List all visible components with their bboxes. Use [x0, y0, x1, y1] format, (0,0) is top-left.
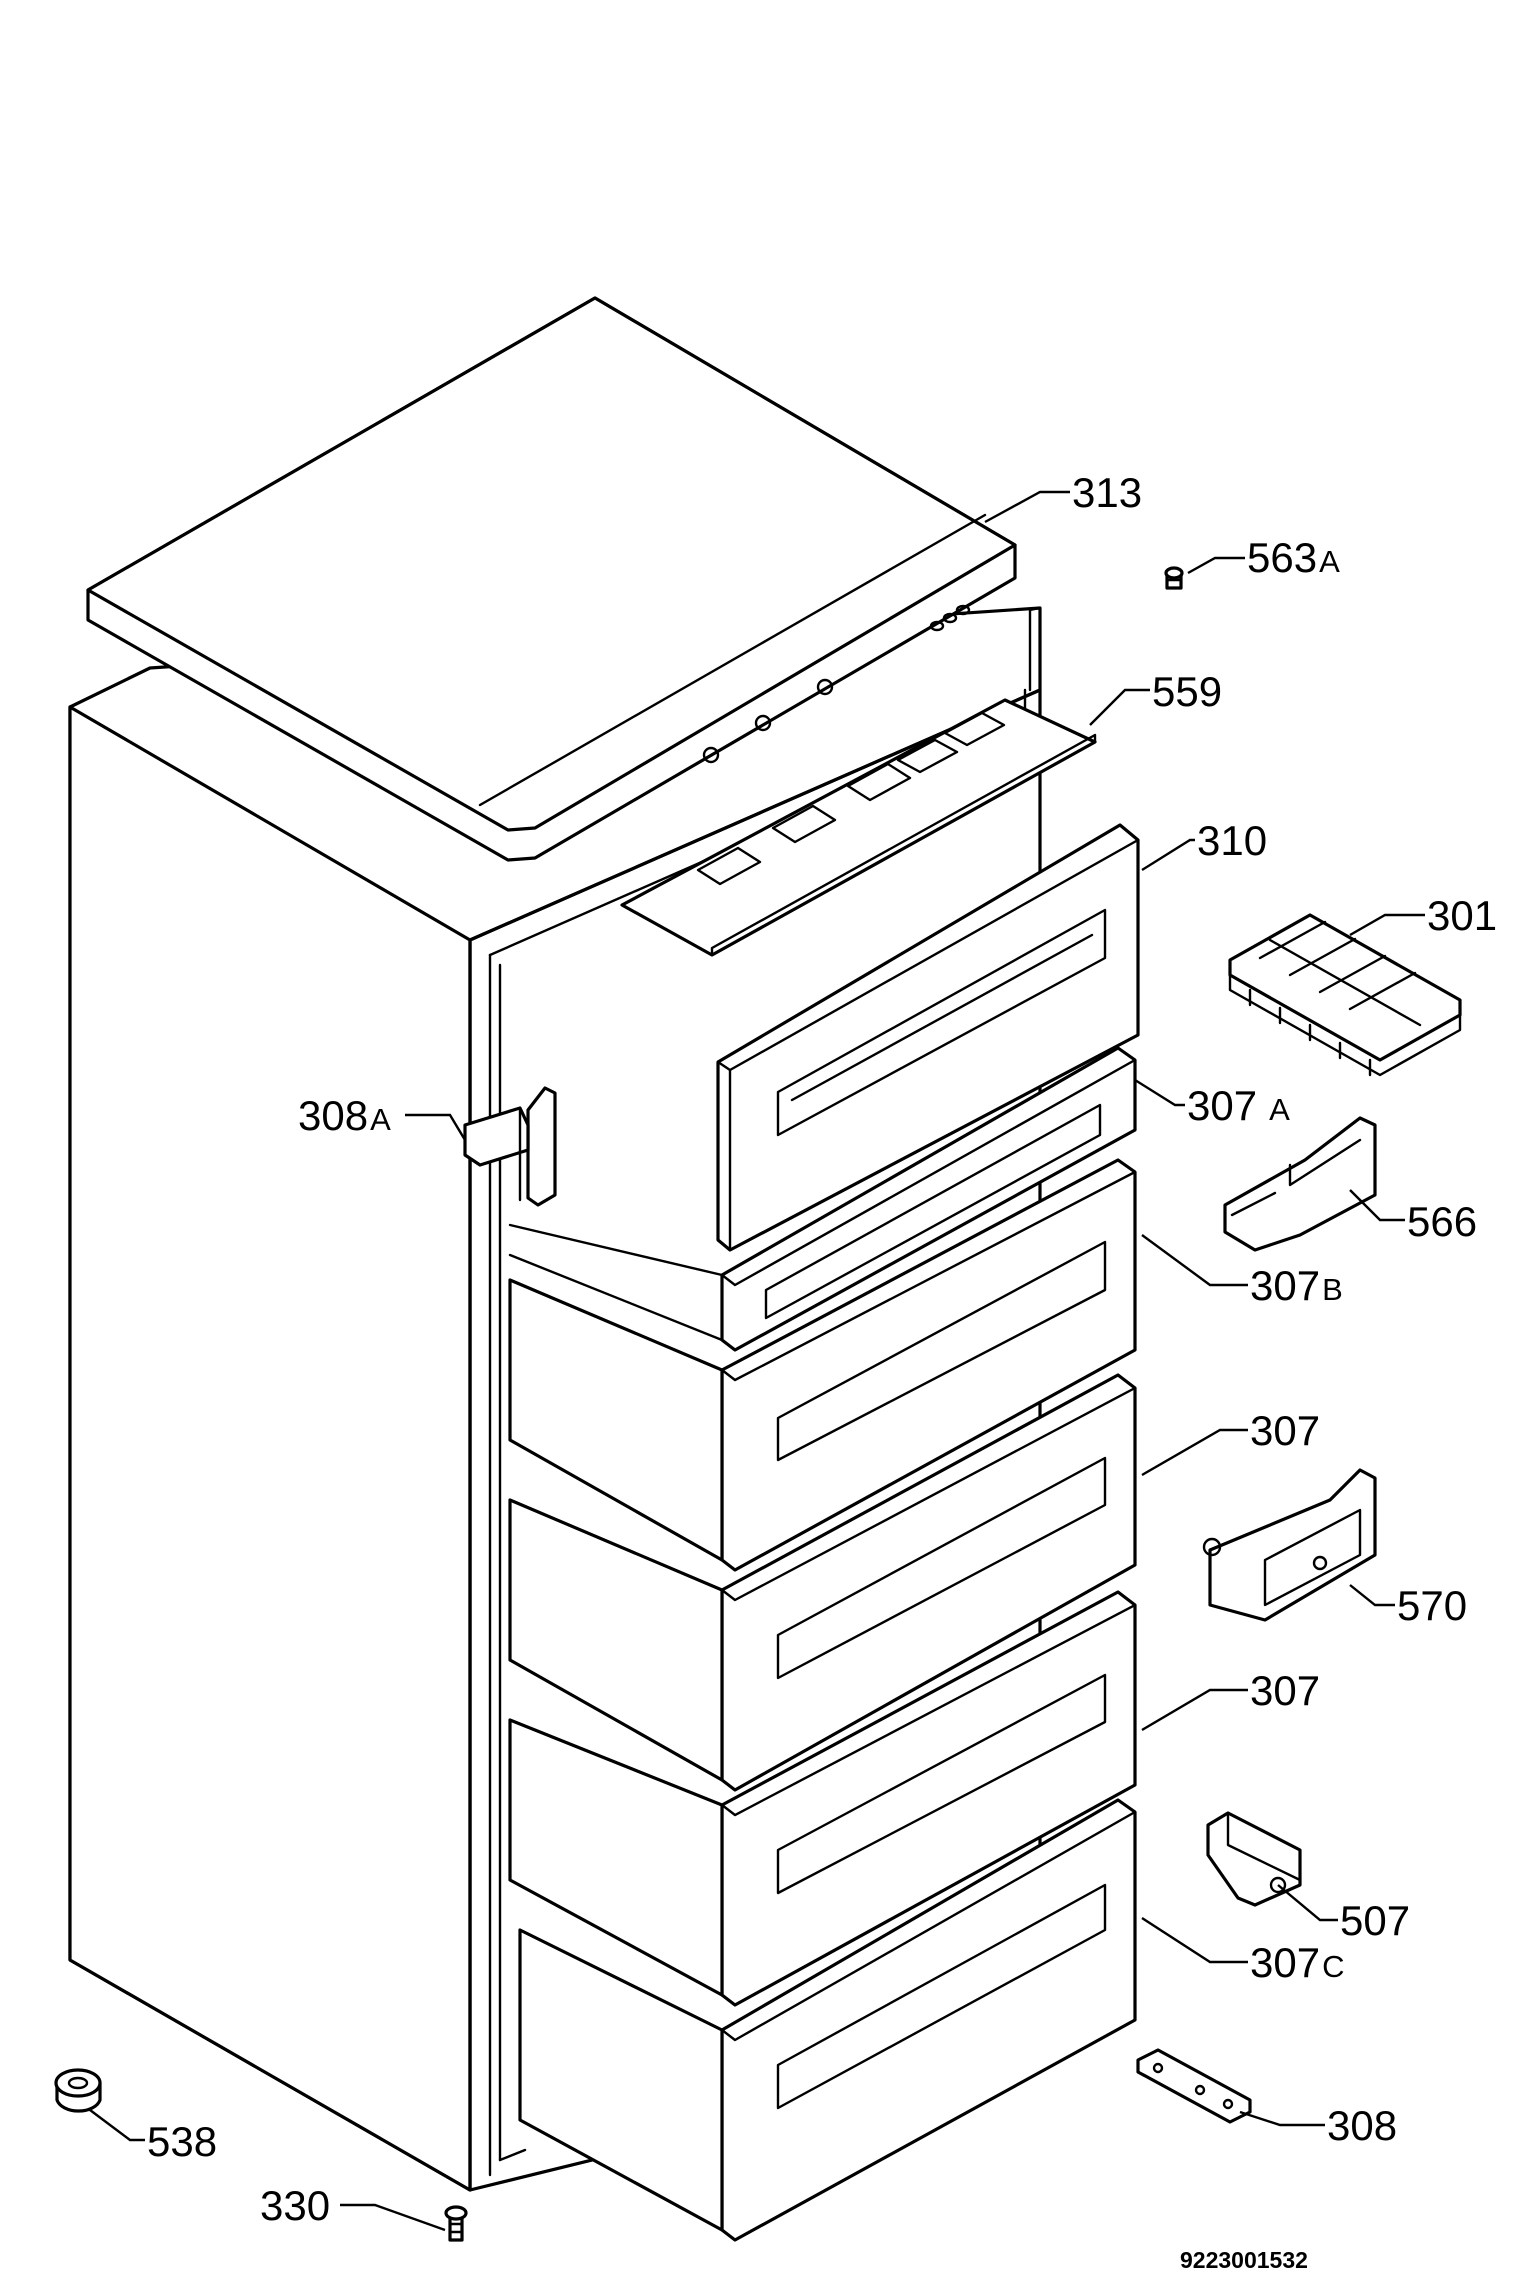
label-563a: 563A	[1247, 534, 1340, 581]
leader-lines	[89, 490, 1425, 2232]
diagram-code: 9223001532	[1180, 2247, 1308, 2273]
screw-330	[444, 2205, 468, 2242]
label-308: 308	[1327, 2102, 1397, 2149]
label-307b: 307B	[1250, 1262, 1343, 1309]
label-570: 570	[1397, 1582, 1467, 1629]
drawer-307a	[508, 1046, 1137, 1352]
egg-tray-570	[1202, 1468, 1377, 1622]
ice-scraper-566	[1223, 1116, 1377, 1252]
hinge-308a	[463, 1086, 557, 1207]
label-307-upper: 307	[1250, 1407, 1320, 1454]
label-507: 507	[1340, 1897, 1410, 1944]
cabinet-body	[68, 606, 1042, 2192]
label-566: 566	[1407, 1198, 1477, 1245]
screw-563a	[1164, 566, 1184, 590]
drawer-front-310	[716, 823, 1140, 1252]
hinge-part-507	[1206, 1811, 1302, 1907]
top-cover-313	[86, 296, 1017, 862]
label-310: 310	[1197, 817, 1267, 864]
vent-holes	[929, 604, 971, 632]
drawer-307-upper	[508, 1373, 1137, 1792]
drawer-307b	[508, 1158, 1137, 1572]
label-307c: 307C	[1250, 1939, 1344, 1986]
foot-538	[54, 2068, 102, 2113]
label-559: 559	[1152, 668, 1222, 715]
label-308a: 308A	[298, 1092, 391, 1139]
ice-tray-301	[1228, 913, 1462, 1077]
drawer-307c	[518, 1798, 1137, 2242]
label-313: 313	[1072, 469, 1142, 516]
label-301: 301	[1427, 892, 1497, 939]
hinge-plate-308	[1136, 2048, 1252, 2124]
label-307-lower: 307	[1250, 1667, 1320, 1714]
label-538: 538	[147, 2118, 217, 2165]
label-330: 330	[260, 2182, 330, 2229]
drawer-307-lower	[508, 1590, 1137, 2007]
control-panel-559	[620, 698, 1097, 957]
